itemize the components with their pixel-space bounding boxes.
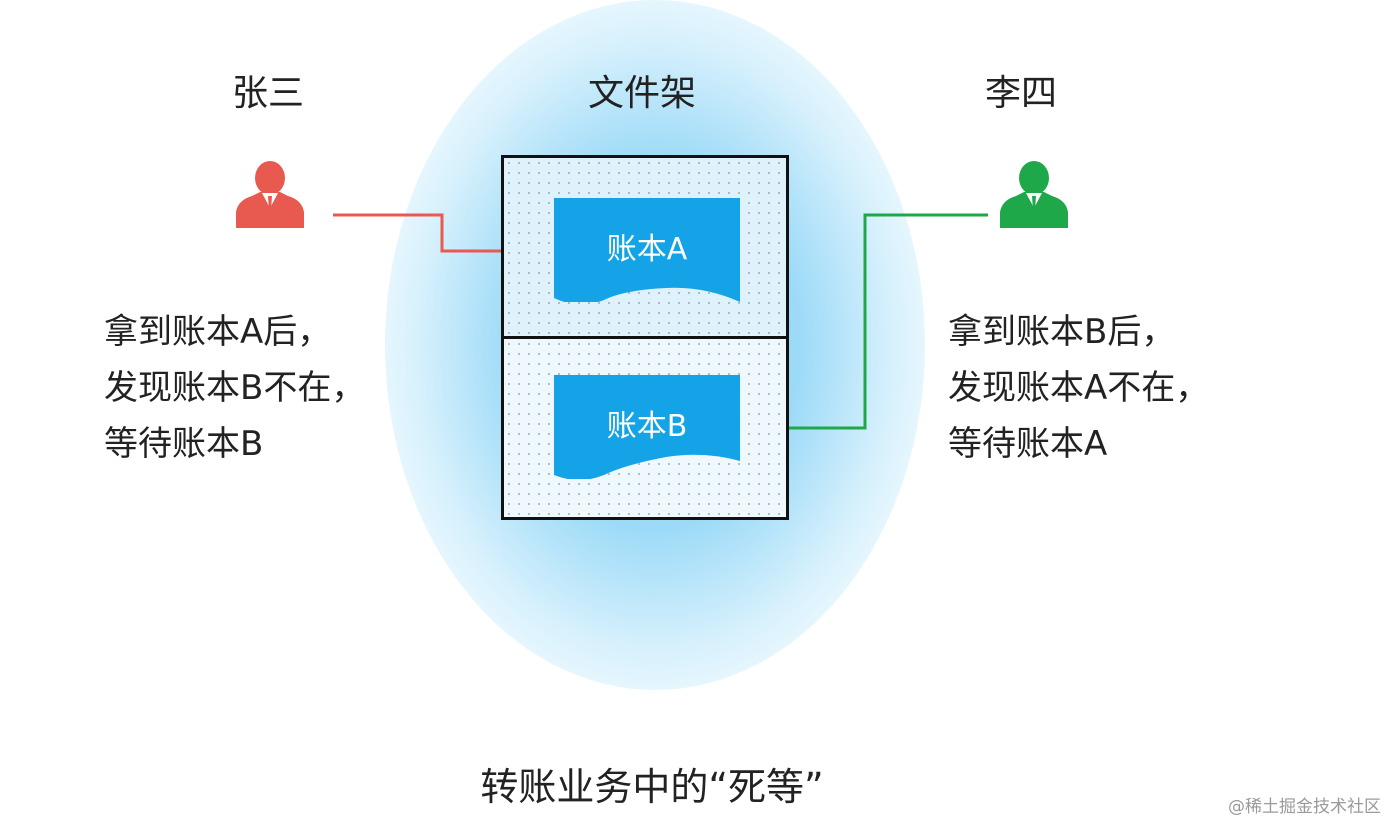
- ledger-b: 账本B: [554, 375, 740, 480]
- person-name-right: 李四: [985, 73, 1058, 114]
- ledger-shape: [554, 375, 740, 480]
- note-line: 发现账本A不在，: [948, 368, 1210, 408]
- ledger-a-label: 账本A: [606, 232, 688, 267]
- watermark: @稀土掘金技术社区: [1228, 797, 1381, 817]
- note-right: 拿到账本B后， 发现账本A不在， 等待账本A: [948, 304, 1209, 472]
- ledger-a: 账本A: [554, 198, 740, 305]
- ledger-b-label: 账本B: [606, 409, 688, 444]
- note-line: 拿到账本B后，: [948, 312, 1176, 352]
- ledger-shape: [554, 198, 740, 305]
- figure-caption: 转账业务中的“死等”: [480, 765, 824, 809]
- note-line: 等待账本A: [948, 424, 1108, 464]
- shelf-title: 文件架: [588, 73, 697, 114]
- note-line: 等待账本B: [104, 424, 264, 464]
- file-shelf: 账本A 账本B: [501, 155, 789, 520]
- person-icon: [236, 161, 304, 228]
- person-icon: [1000, 161, 1068, 228]
- note-left: 拿到账本A后， 发现账本B不在， 等待账本B: [104, 304, 365, 472]
- person-name-left: 张三: [232, 73, 305, 114]
- shelf-compartment-top: 账本A: [504, 158, 786, 339]
- shelf-compartment-bottom: 账本B: [504, 339, 786, 517]
- note-line: 拿到账本A后，: [104, 312, 332, 352]
- note-line: 发现账本B不在，: [104, 368, 366, 408]
